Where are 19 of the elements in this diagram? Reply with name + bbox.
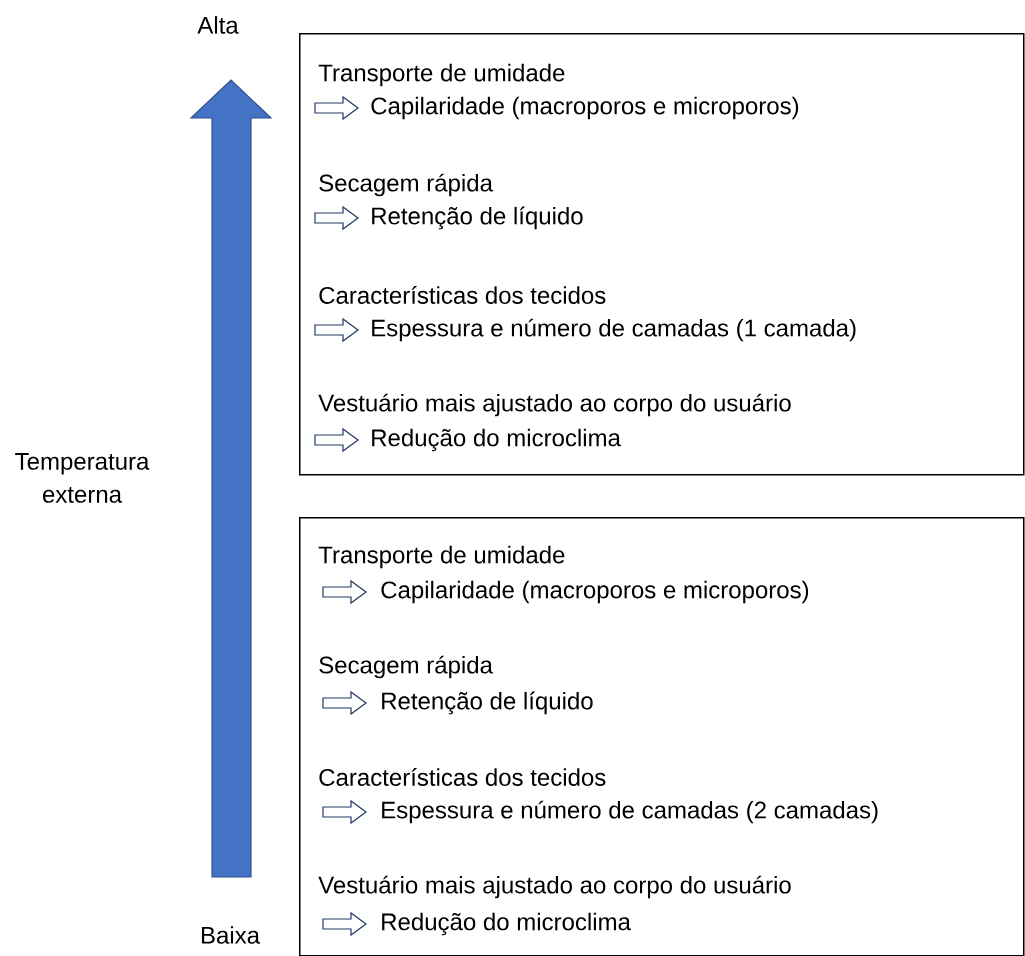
item-text: Retenção de líquido [382,691,593,715]
item-text: Redução do microclima [382,912,631,936]
heading: Vestuário mais ajustado ao corpo do usuário [318,393,791,417]
heading: Transporte de umidade [318,63,565,87]
heading: Transporte de umidade [318,545,565,569]
item-text: Capilaridade (macroporos e microporos) [381,580,809,604]
axis-label: Temperatura externa [15,453,150,503]
axis-label: Baixa [201,926,260,944]
heading: Vestuário mais ajustado ao corpo do usuário [318,875,791,899]
heading: Secagem rápida [319,655,493,679]
item-text: Redução do microclima [372,428,621,452]
heading: Características dos tecidos [319,768,606,786]
item-text: Retenção de líquido [372,206,583,230]
item-text: Espessura e número de camadas (1 camada) [372,318,856,342]
item-text: Espessura e número de camadas (2 camadas) [382,800,878,824]
axis-label: Alta [197,16,239,34]
heading: Secagem rápida [319,173,493,197]
item-text: Capilaridade (macroporos e microporos) [371,96,799,120]
heading: Características dos tecidos [319,286,606,304]
